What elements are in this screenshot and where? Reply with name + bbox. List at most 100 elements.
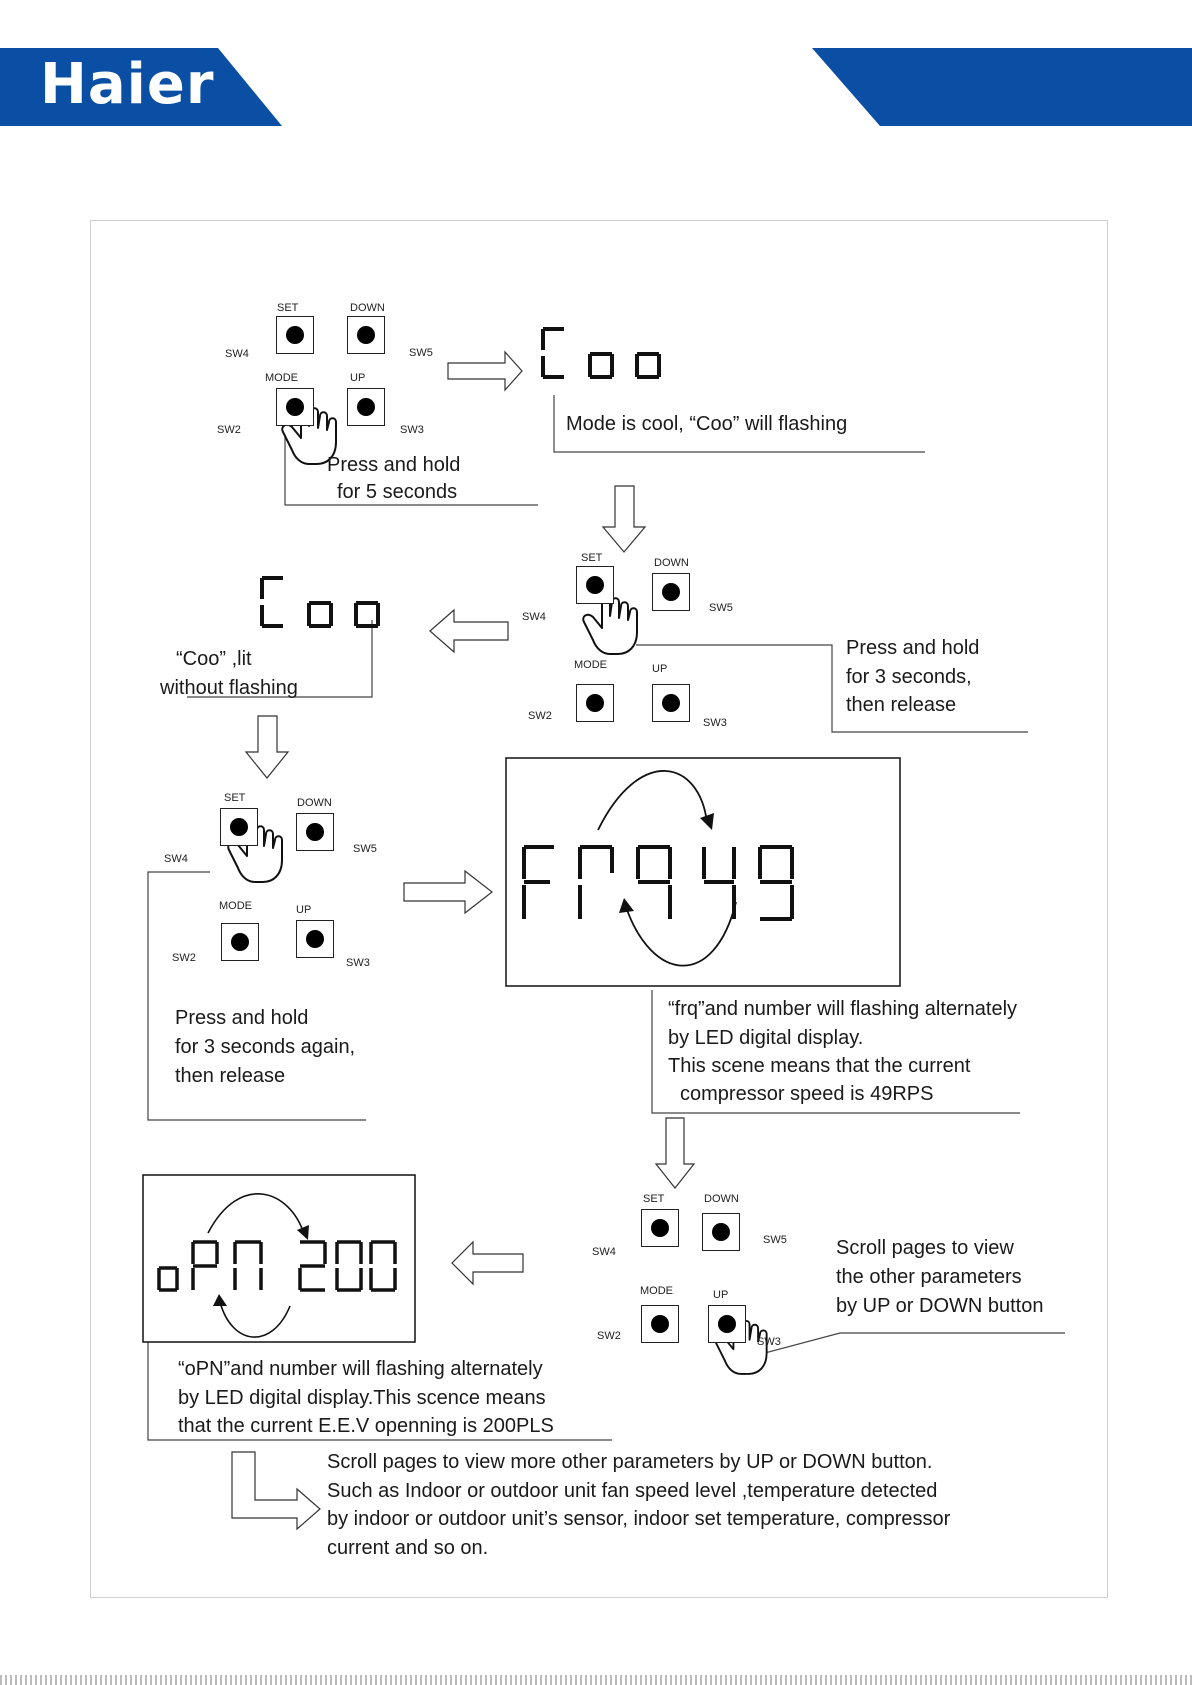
up-button-4[interactable] — [708, 1305, 746, 1343]
frq-note-line3: This scene means that the current — [668, 1055, 971, 1077]
scroll-note-line2: the other parameters — [836, 1266, 1022, 1288]
more-note-line2: Such as Indoor or outdoor unit fan speed… — [327, 1480, 938, 1502]
mode-label-1: MODE — [265, 372, 298, 384]
arrow-down-1 — [601, 485, 647, 553]
coo-lit-callout-line — [187, 620, 373, 698]
mode-button-4[interactable] — [641, 1305, 679, 1343]
opn-callout-line — [147, 1342, 612, 1441]
button-dot — [651, 1315, 669, 1333]
button-dot — [286, 326, 304, 344]
sw4-label-2: SW4 — [522, 611, 546, 623]
scroll-callout-line — [749, 1332, 1065, 1358]
up-label-4: UP — [713, 1289, 729, 1301]
down-button-1[interactable] — [347, 316, 385, 354]
button-dot — [586, 694, 604, 712]
set-button-1[interactable] — [276, 316, 314, 354]
step2-note-line1: Press and hold — [846, 637, 980, 659]
led-coo-flashing — [541, 327, 661, 379]
opn-display-box — [142, 1174, 416, 1343]
left-brand-band — [0, 48, 282, 126]
sw4-label-3: SW4 — [164, 853, 188, 865]
down-button-3[interactable] — [296, 813, 334, 851]
opn-curve-bottom — [219, 1301, 291, 1338]
up-button-2[interactable] — [652, 684, 690, 722]
sw4-label-1: SW4 — [225, 348, 249, 360]
frq-display-text: Frq — [830, 770, 832, 771]
button-dot — [357, 398, 375, 416]
sw2-label-4: SW2 — [597, 1330, 621, 1342]
arrow-down-3 — [654, 1117, 696, 1189]
arrow-down-2 — [244, 715, 290, 779]
down-button-4[interactable] — [702, 1213, 740, 1251]
arrow-elbow — [231, 1451, 321, 1531]
set-button-3[interactable] — [220, 808, 258, 846]
frq-curve-top — [597, 770, 708, 831]
led-opn-200 — [157, 1240, 397, 1292]
sw3-label-4: SW3 — [757, 1336, 781, 1348]
button-dot — [231, 933, 249, 951]
step2-callout-line — [636, 644, 1028, 733]
button-dot — [306, 823, 324, 841]
led-frq-49 — [522, 845, 794, 921]
button-dot — [651, 1219, 669, 1237]
opn-note-line3: that the current E.E.V openning is 200PL… — [178, 1415, 554, 1437]
sw4-label-4: SW4 — [592, 1246, 616, 1258]
header-bands — [0, 48, 1192, 126]
mode-label-4: MODE — [640, 1285, 673, 1297]
more-note-line1: Scroll pages to view more other paramete… — [327, 1451, 933, 1473]
set-label-2: SET — [581, 552, 603, 564]
page-bottom-edge — [0, 1675, 1192, 1685]
opn-note-line2: by LED digital display.This scence means — [178, 1387, 546, 1409]
frq-note-line2: by LED digital display. — [668, 1027, 864, 1049]
more-note-line4: current and so on. — [327, 1537, 489, 1559]
coo-lit-note-line2: without flashing — [160, 677, 298, 699]
coo-flashing-note: Mode is cool, “Coo” will flashing — [566, 413, 848, 435]
sw3-label-1: SW3 — [400, 424, 424, 436]
down-label-2: DOWN — [654, 557, 689, 569]
coo-flash-callout-line — [553, 395, 925, 453]
button-dot — [662, 583, 680, 601]
button-dot — [586, 576, 604, 594]
set-button-2[interactable] — [576, 566, 614, 604]
coo-display-text: Coo — [700, 345, 702, 346]
step3-callout-line — [147, 871, 366, 1121]
coo-lit-display-text: Coo — [420, 590, 422, 591]
set-label-3: SET — [224, 792, 246, 804]
step3-note-line2: for 3 seconds again, — [175, 1036, 356, 1058]
button-dot — [662, 694, 680, 712]
up-button-3[interactable] — [296, 920, 334, 958]
arrow-right-1 — [447, 350, 523, 392]
sw3-label-2: SW3 — [703, 717, 727, 729]
set-button-4[interactable] — [641, 1209, 679, 1247]
arrow-left-1 — [429, 608, 509, 654]
sw2-label-3: SW2 — [172, 952, 196, 964]
down-label-3: DOWN — [297, 797, 332, 809]
up-label-3: UP — [296, 904, 312, 916]
sw2-label-2: SW2 — [528, 710, 552, 722]
up-label-1: UP — [350, 372, 366, 384]
up-button-1[interactable] — [347, 388, 385, 426]
button-dot — [230, 818, 248, 836]
mode-button-1[interactable] — [276, 388, 314, 426]
step2-note-line2: for 3 seconds, — [846, 666, 972, 688]
frq-curve-bottom — [625, 901, 737, 967]
button-dot — [357, 326, 375, 344]
mode-button-3[interactable] — [221, 923, 259, 961]
led-coo-lit — [260, 576, 380, 628]
sw5-label-1: SW5 — [409, 347, 433, 359]
opn-note-line1: “oPN”and number will flashing alternatel… — [178, 1358, 543, 1380]
step1-note-line2: for 5 seconds — [337, 481, 458, 503]
button-dot — [306, 930, 324, 948]
more-note-line3: by indoor or outdoor unit’s sensor, indo… — [327, 1508, 951, 1530]
sw5-label-3: SW5 — [353, 843, 377, 855]
sw2-label-1: SW2 — [217, 424, 241, 436]
frq-note-line1: “frq”and number will flashing alternatel… — [668, 998, 1018, 1020]
arrow-right-2 — [403, 869, 493, 915]
step1-callout-line — [284, 425, 538, 506]
button-dot — [712, 1223, 730, 1241]
down-button-2[interactable] — [652, 573, 690, 611]
mode-button-2[interactable] — [576, 684, 614, 722]
up-label-2: UP — [652, 663, 668, 675]
down-label-4: DOWN — [704, 1193, 739, 1205]
arrow-left-2 — [451, 1240, 524, 1286]
